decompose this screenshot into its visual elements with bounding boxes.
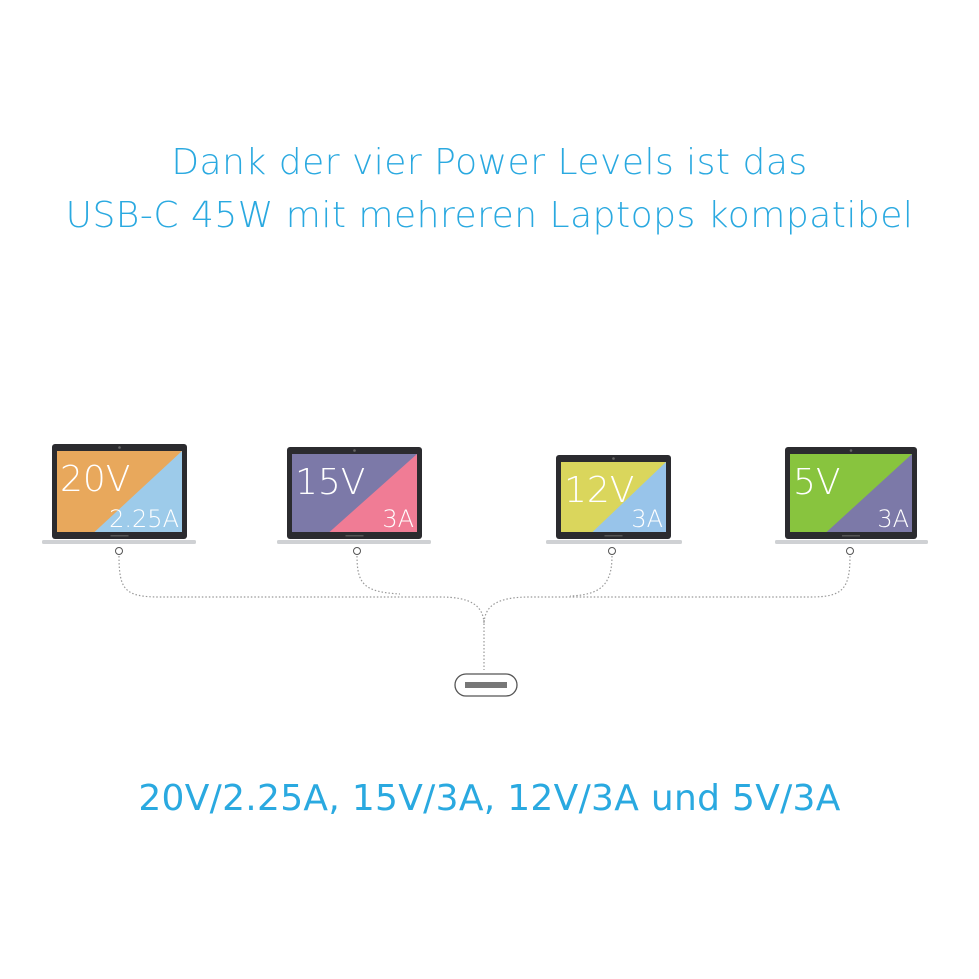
- screen-bottom-triangle: [592, 462, 666, 532]
- laptop-base: [775, 540, 928, 544]
- screen-bottom-triangle: [329, 454, 417, 532]
- headline-line-1: Dank der vier Power Levels ist das: [171, 142, 808, 183]
- usb-port-icon: [353, 547, 361, 555]
- laptop-base: [546, 540, 682, 544]
- current-label: 3A: [382, 505, 414, 533]
- hinge: [110, 535, 129, 537]
- usb-port-icon: [846, 547, 854, 555]
- camera-icon: [118, 446, 121, 449]
- current-label: 3A: [877, 505, 909, 533]
- camera-icon: [612, 457, 615, 460]
- screen-bottom-triangle: [826, 454, 912, 532]
- current-label: 2.25A: [109, 505, 179, 533]
- cable-laptop-2: [356, 555, 401, 595]
- cables: [118, 555, 851, 670]
- usb-port-icon: [115, 547, 123, 555]
- laptop-base: [42, 540, 196, 544]
- voltage-label: 20V: [60, 459, 130, 500]
- laptop-1: 20V 2.25A: [42, 444, 196, 555]
- hinge: [604, 535, 623, 537]
- cable-laptop-1: [118, 555, 485, 626]
- hinge: [345, 535, 364, 537]
- usb-c-port-icon: [454, 673, 518, 697]
- voltage-label: 5V: [793, 462, 841, 503]
- headline-line-2: USB-C 45W mit mehreren Laptops kompatibe…: [65, 195, 914, 236]
- camera-icon: [353, 449, 356, 452]
- cable-laptop-3: [569, 555, 613, 597]
- power-levels-summary: 20V/2.25A, 15V/3A, 12V/3A und 5V/3A: [138, 778, 841, 819]
- usb-port-icon: [608, 547, 616, 555]
- laptop-4: 5V 3A: [775, 447, 928, 555]
- voltage-label: 15V: [295, 462, 365, 503]
- hinge: [842, 535, 860, 537]
- laptop-base: [277, 540, 431, 544]
- camera-icon: [849, 449, 853, 452]
- current-label: 3A: [631, 505, 663, 533]
- cable-laptop-4: [483, 555, 851, 626]
- voltage-label: 12V: [564, 470, 634, 511]
- screen-bottom-triangle: [94, 451, 182, 532]
- laptop-2: 15V 3A: [277, 447, 431, 555]
